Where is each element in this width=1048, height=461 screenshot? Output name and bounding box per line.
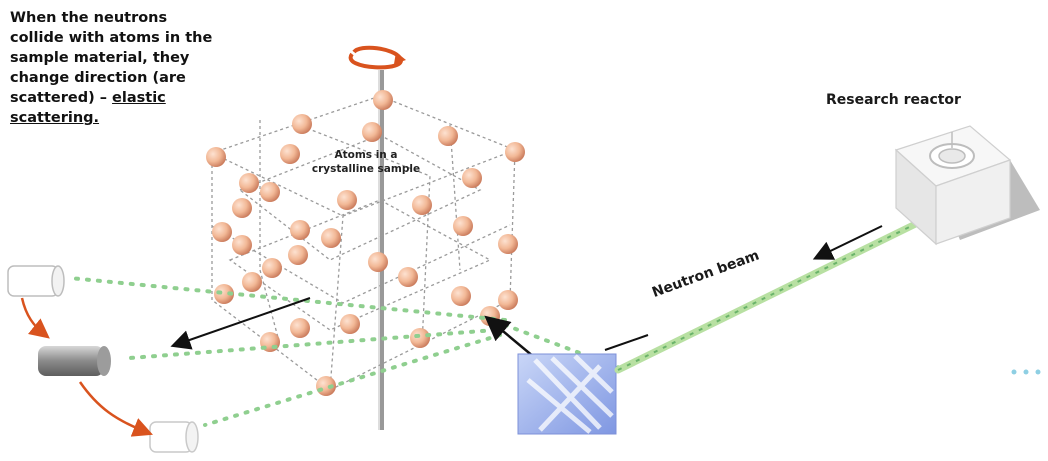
scatter-arrow <box>170 297 311 350</box>
caption-underlined: scattering. <box>10 110 100 126</box>
atoms-label-line: Atoms in a <box>334 149 398 161</box>
rotation-arrow-icon <box>348 45 406 70</box>
detector-icon <box>38 346 111 376</box>
atoms-label: Atoms in a crystalline sample <box>296 148 436 176</box>
reactor-icon <box>894 125 1040 246</box>
caption-line: change direction (are <box>10 70 186 86</box>
crystal-icon <box>517 353 617 435</box>
detector-motion-arrow <box>78 381 153 437</box>
caption-line: sample material, they <box>10 50 190 66</box>
dots-decoration <box>1011 369 1041 375</box>
beam-label-line <box>604 334 649 351</box>
caption-underlined: elastic <box>112 90 166 106</box>
caption-line: When the neutrons <box>10 10 168 26</box>
detector-icon <box>7 265 65 297</box>
research-reactor-label: Research reactor <box>826 92 961 108</box>
scattering-caption: When the neutrons collide with atoms in … <box>10 8 310 128</box>
beam-arrow <box>812 225 883 260</box>
neutron-beam <box>614 208 944 374</box>
caption-line: scattered) – elastic <box>10 88 310 108</box>
detector-icon <box>149 421 199 453</box>
detector-motion-arrow <box>20 297 50 339</box>
caption-line: collide with atoms in the <box>10 30 213 46</box>
caption-text: scattered) – <box>10 90 113 106</box>
atoms-label-line: crystalline sample <box>311 163 421 175</box>
